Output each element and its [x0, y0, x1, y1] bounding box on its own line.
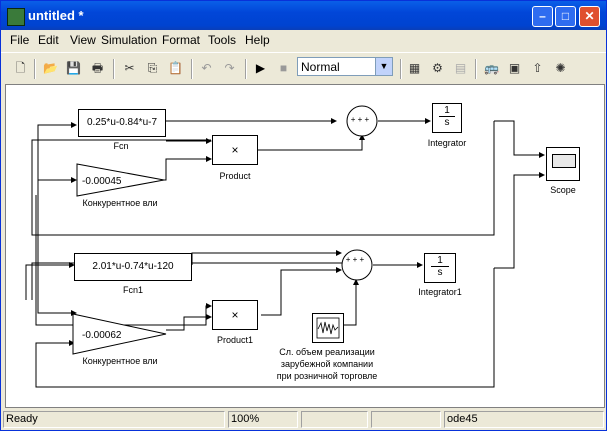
- scope-screen-icon: [552, 154, 576, 168]
- product1-label: Product1: [216, 335, 254, 345]
- fcn1-label: Fcn1: [122, 285, 143, 295]
- gain1-value: -0.00062: [82, 330, 122, 341]
- update-diagram-icon[interactable]: ⚙: [432, 61, 443, 75]
- simulink-app-icon: [7, 8, 25, 26]
- maximize-button[interactable]: □: [555, 6, 576, 27]
- fcn-label: Fcn: [113, 141, 129, 151]
- toolbar: 🗋 📂 💾 🖶 ✂ ⎘ 📋 ↶ ↷ ▶ ■ ▦ ⚙ ▤ 🚌 ▣ ⇧ ✺: [1, 52, 606, 83]
- model-canvas[interactable]: 0.25*u-0.84*u-7 Fcn -0.00045 Конкурентно…: [5, 84, 605, 408]
- library-browser-icon[interactable]: 🚌: [484, 61, 499, 75]
- fcn-block[interactable]: 0.25*u-0.84*u-7: [78, 109, 166, 137]
- menu-tools[interactable]: Tools: [208, 33, 237, 47]
- open-folder-icon[interactable]: 📂: [43, 61, 58, 75]
- menu-bar: File Edit View Simulation Format Tools H…: [1, 31, 606, 49]
- signal-lines: [25, 105, 545, 388]
- random-source-block[interactable]: [312, 313, 344, 343]
- model-explorer-icon[interactable]: ▣: [508, 61, 521, 75]
- zoom-level: 100%: [228, 411, 298, 428]
- chevron-down-icon[interactable]: ▼: [375, 58, 392, 75]
- product-label: Product: [219, 171, 251, 181]
- multiply-icon: ×: [231, 143, 239, 157]
- stop-simulation-icon[interactable]: ■: [279, 61, 288, 75]
- scope-label: Scope: [550, 185, 576, 195]
- debug-icon[interactable]: ✺: [555, 61, 566, 75]
- paste-icon[interactable]: 📋: [168, 61, 183, 75]
- integrator-denominator: s: [439, 116, 455, 128]
- menu-format[interactable]: Format: [162, 33, 201, 47]
- integrator-block[interactable]: 1 s: [432, 103, 462, 133]
- status-panel-empty: [371, 411, 441, 428]
- build-subsystem-icon[interactable]: ▤: [454, 61, 467, 75]
- simulation-mode-value: Normal: [301, 60, 340, 74]
- product1-block[interactable]: ×: [212, 300, 258, 330]
- toolbar-separator: [113, 59, 115, 79]
- menu-help[interactable]: Help: [245, 33, 270, 47]
- print-icon[interactable]: 🖶: [91, 61, 104, 75]
- copy-icon[interactable]: ⎘: [147, 61, 158, 75]
- new-file-icon[interactable]: 🗋: [15, 61, 26, 75]
- status-text: Ready: [3, 411, 225, 428]
- gain-value: -0.00045: [82, 176, 122, 187]
- multiply-icon: ×: [231, 308, 239, 322]
- title-bar[interactable]: untitled * – □ ✕: [1, 1, 606, 30]
- product-block[interactable]: ×: [212, 135, 258, 165]
- window-title: untitled *: [28, 8, 84, 23]
- gain-block[interactable]: -0.00045: [76, 163, 166, 197]
- toolbar-separator: [245, 59, 247, 79]
- fcn1-block[interactable]: 2.01*u-0.74*u-120: [74, 253, 192, 281]
- save-icon[interactable]: 💾: [66, 61, 81, 75]
- random-source-label: Сл. объем реализации зарубежной компании…: [262, 346, 392, 382]
- start-simulation-icon[interactable]: ▶: [255, 61, 266, 75]
- gain1-label: Конкурентное вли: [82, 356, 158, 366]
- toolbar-separator: [475, 59, 477, 79]
- integrator1-numerator: 1: [437, 255, 443, 266]
- sum-signs: + + +: [350, 115, 370, 124]
- build-model-icon[interactable]: ▦: [408, 61, 421, 75]
- simulation-mode-select[interactable]: Normal ▼: [297, 57, 393, 76]
- solver-name: ode45: [444, 411, 604, 428]
- undo-icon[interactable]: ↶: [201, 61, 212, 75]
- integrator1-label: Integrator1: [418, 287, 462, 297]
- gain1-block[interactable]: -0.00062: [72, 313, 168, 355]
- fcn-expression: 0.25*u-0.84*u-7: [86, 117, 158, 128]
- random-source-label-line1: Сл. объем реализации: [279, 347, 375, 357]
- menu-file[interactable]: File: [10, 33, 30, 47]
- status-panel-empty: [301, 411, 368, 428]
- sum1-signs: + + +: [345, 255, 365, 264]
- integrator1-denominator: s: [431, 266, 449, 278]
- random-source-label-line3: при розничной торговле: [276, 371, 378, 381]
- toolbar-separator: [191, 59, 193, 79]
- random-source-label-line2: зарубежной компании: [280, 359, 374, 369]
- fcn1-expression: 2.01*u-0.74*u-120: [92, 261, 174, 272]
- integrator-numerator: 1: [444, 105, 450, 116]
- close-button[interactable]: ✕: [579, 6, 600, 27]
- menu-simulation[interactable]: Simulation: [101, 33, 158, 47]
- redo-icon[interactable]: ↷: [224, 61, 235, 75]
- status-bar: Ready 100% ode45: [1, 409, 606, 430]
- integrator1-block[interactable]: 1 s: [424, 253, 456, 283]
- scope-block[interactable]: [546, 147, 580, 181]
- integrator-label: Integrator: [427, 138, 467, 148]
- cut-icon[interactable]: ✂: [124, 61, 135, 75]
- noise-signal-icon: [316, 317, 340, 339]
- menu-edit[interactable]: Edit: [38, 33, 59, 47]
- toolbar-separator: [400, 59, 402, 79]
- gain-label: Конкурентное вли: [82, 198, 158, 208]
- go-to-parent-icon[interactable]: ⇧: [532, 61, 543, 75]
- toolbar-separator: [34, 59, 36, 79]
- menu-view[interactable]: View: [70, 33, 96, 47]
- minimize-button[interactable]: –: [532, 6, 553, 27]
